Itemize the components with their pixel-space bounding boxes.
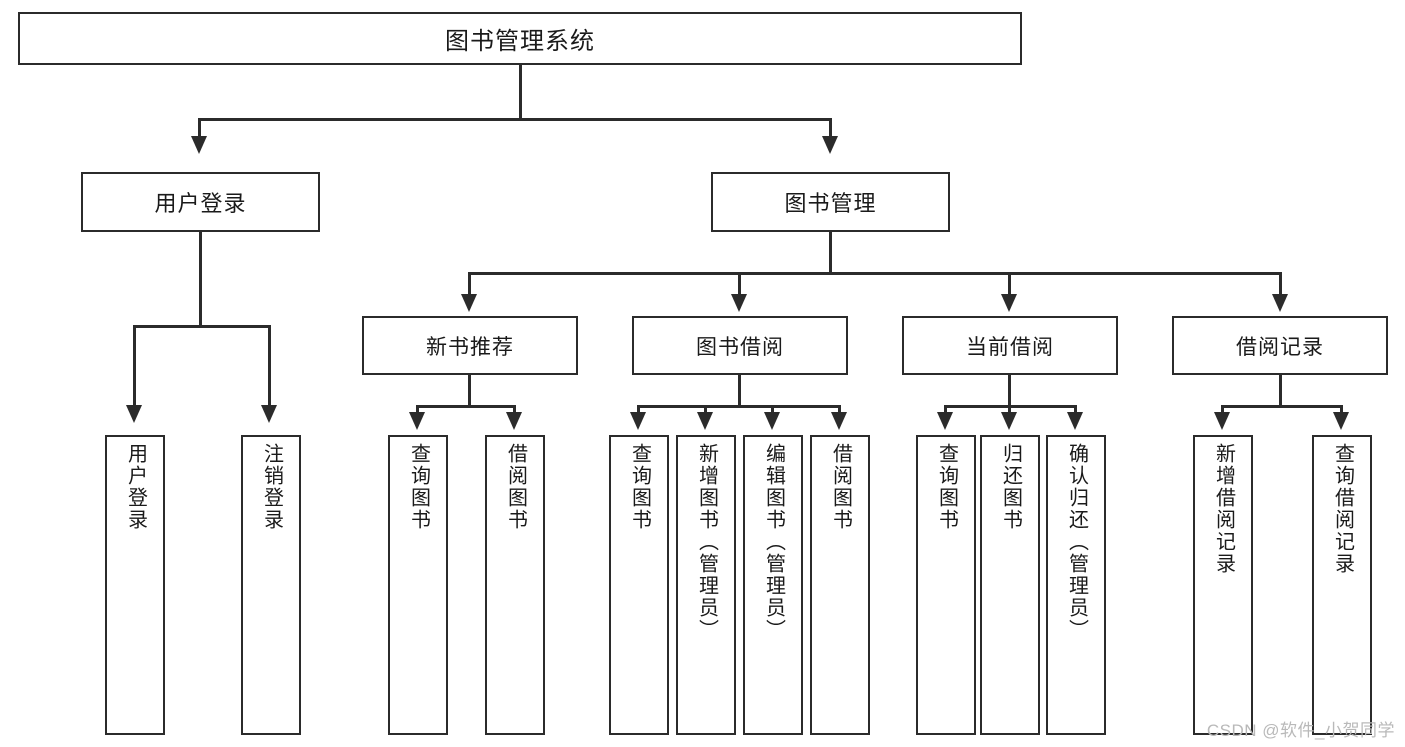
connector-bookborrow-stem — [738, 375, 741, 405]
leaf-borrow-book-recommend[interactable]: 借阅图书 — [485, 435, 545, 735]
connector-bookmgmt-drop-2 — [738, 272, 741, 296]
node-label: 借阅图书 — [504, 443, 527, 531]
node-label: 确认归还（管理员） — [1065, 443, 1088, 641]
leaf-return-book[interactable]: 归还图书 — [980, 435, 1040, 735]
leaf-add-borrow-record[interactable]: 新增借阅记录 — [1193, 435, 1253, 735]
connector-newbook-drop-1 — [416, 405, 419, 415]
node-label: 新书推荐 — [426, 335, 514, 359]
connector-currentborrow-drop-3 — [1074, 405, 1077, 415]
connector-bookmgmt-drop-1 — [468, 272, 471, 296]
node-label: 新增图书（管理员） — [695, 443, 718, 641]
node-label: 查询图书 — [628, 443, 651, 531]
connector-root-drop-left — [198, 118, 201, 138]
node-label: 查询图书 — [407, 443, 430, 531]
connector-currentborrow-drop-1 — [944, 405, 947, 415]
connector-bookmgmt-drop-3 — [1008, 272, 1011, 296]
arrow-down-icon — [461, 294, 477, 312]
connector-bookborrow-drop-2 — [704, 405, 707, 415]
leaf-user-login[interactable]: 用户登录 — [105, 435, 165, 735]
node-current-borrow[interactable]: 当前借阅 — [902, 316, 1118, 375]
connector-bookmgmt-drop-4 — [1279, 272, 1282, 296]
connector-newbook-bar — [416, 405, 515, 408]
arrow-down-icon — [697, 412, 713, 430]
connector-bookborrow-drop-3 — [771, 405, 774, 415]
connector-newbook-drop-2 — [513, 405, 516, 415]
arrow-down-icon — [937, 412, 953, 430]
watermark: CSDN @软件_小贺同学 — [1206, 721, 1395, 740]
arrow-down-icon — [1333, 412, 1349, 430]
node-label: 用户登录 — [154, 191, 247, 216]
connector-userlogin-stem — [199, 232, 202, 325]
arrow-down-icon — [1001, 294, 1017, 312]
arrow-down-icon — [630, 412, 646, 430]
node-book-management[interactable]: 图书管理 — [711, 172, 950, 232]
connector-bookborrow-drop-1 — [637, 405, 640, 415]
node-label: 用户登录 — [124, 443, 147, 531]
arrow-down-icon — [506, 412, 522, 430]
connector-bookmgmt-stem — [829, 232, 832, 272]
connector-bookmgmt-bar — [468, 272, 1282, 275]
connector-borrowrecord-drop-1 — [1221, 405, 1224, 415]
connector-userlogin-drop-1 — [133, 325, 136, 407]
arrow-down-icon — [1272, 294, 1288, 312]
node-label: 借阅图书 — [829, 443, 852, 531]
connector-bookborrow-drop-4 — [838, 405, 841, 415]
node-label: 注销登录 — [260, 443, 283, 531]
arrow-down-icon — [731, 294, 747, 312]
connector-borrowrecord-bar — [1221, 405, 1343, 408]
connector-userlogin-bar — [133, 325, 271, 328]
connector-currentborrow-stem — [1008, 375, 1011, 405]
node-label: 查询图书 — [935, 443, 958, 531]
node-label: 新增借阅记录 — [1212, 443, 1235, 575]
connector-bookborrow-bar — [637, 405, 841, 408]
connector-borrowrecord-drop-2 — [1340, 405, 1343, 415]
arrow-down-icon — [1001, 412, 1017, 430]
node-new-book-recommend[interactable]: 新书推荐 — [362, 316, 578, 375]
node-label: 图书借阅 — [696, 335, 784, 359]
node-label: 查询借阅记录 — [1331, 443, 1354, 575]
node-label: 当前借阅 — [966, 335, 1054, 359]
leaf-confirm-return-admin[interactable]: 确认归还（管理员） — [1046, 435, 1106, 735]
node-label: 图书管理 — [784, 191, 877, 216]
arrow-down-icon — [764, 412, 780, 430]
connector-root-bar — [198, 118, 832, 121]
arrow-down-icon — [822, 136, 838, 154]
node-borrow-record[interactable]: 借阅记录 — [1172, 316, 1388, 375]
leaf-borrow-book[interactable]: 借阅图书 — [810, 435, 870, 735]
leaf-logout[interactable]: 注销登录 — [241, 435, 301, 735]
connector-root-drop-right — [829, 118, 832, 138]
node-label: 编辑图书（管理员） — [762, 443, 785, 641]
leaf-add-book-admin[interactable]: 新增图书（管理员） — [676, 435, 736, 735]
connector-borrowrecord-stem — [1279, 375, 1282, 405]
leaf-query-book-borrow[interactable]: 查询图书 — [609, 435, 669, 735]
arrow-down-icon — [831, 412, 847, 430]
arrow-down-icon — [126, 405, 142, 423]
node-book-borrow[interactable]: 图书借阅 — [632, 316, 848, 375]
leaf-query-borrow-record[interactable]: 查询借阅记录 — [1312, 435, 1372, 735]
node-label: 归还图书 — [999, 443, 1022, 531]
arrow-down-icon — [191, 136, 207, 154]
connector-userlogin-drop-2 — [268, 325, 271, 407]
node-user-login[interactable]: 用户登录 — [81, 172, 320, 232]
connector-root-stem — [519, 65, 522, 118]
arrow-down-icon — [1067, 412, 1083, 430]
node-root-system[interactable]: 图书管理系统 — [18, 12, 1022, 65]
node-label: 借阅记录 — [1236, 335, 1324, 359]
connector-currentborrow-drop-2 — [1008, 405, 1011, 415]
leaf-query-book-current[interactable]: 查询图书 — [916, 435, 976, 735]
arrow-down-icon — [261, 405, 277, 423]
arrow-down-icon — [409, 412, 425, 430]
leaf-edit-book-admin[interactable]: 编辑图书（管理员） — [743, 435, 803, 735]
connector-newbook-stem — [468, 375, 471, 405]
arrow-down-icon — [1214, 412, 1230, 430]
leaf-query-book-recommend[interactable]: 查询图书 — [388, 435, 448, 735]
node-label: 图书管理系统 — [445, 28, 595, 55]
